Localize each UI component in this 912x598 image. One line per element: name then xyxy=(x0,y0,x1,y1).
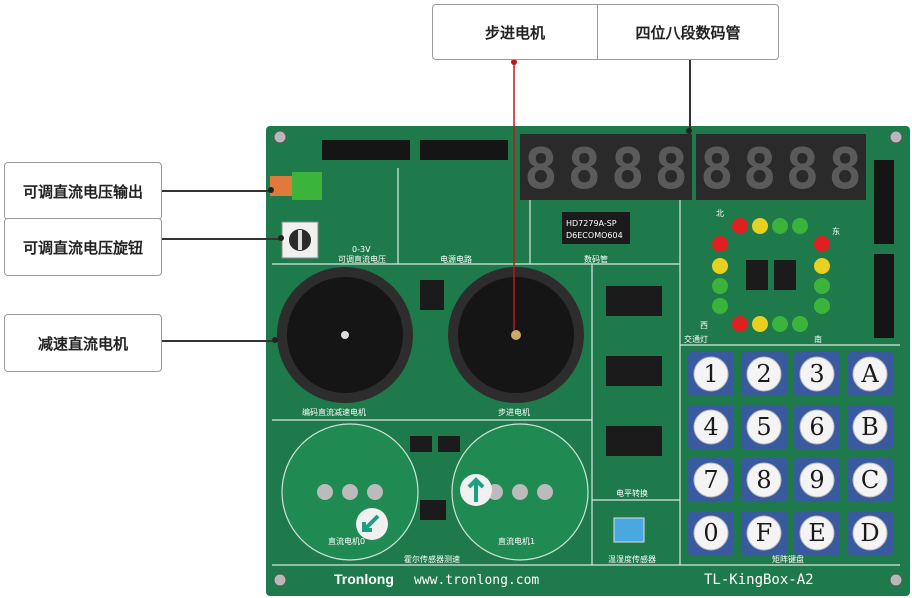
stepper-motor xyxy=(448,267,584,403)
keypad-label: 矩阵键盘 xyxy=(772,554,804,564)
hall-sensor-label: 霍尔传感器测速 xyxy=(404,554,460,564)
keypad-key-c[interactable] xyxy=(852,462,888,498)
keypad-key-0[interactable] xyxy=(693,515,729,551)
adj-voltage-label: 可调直流电压 xyxy=(338,254,386,264)
callout-stepper-motor: 步进电机 xyxy=(432,4,598,60)
keypad-key-9[interactable] xyxy=(799,462,835,498)
keypad-key-label: 1 xyxy=(703,360,718,388)
stepper-lead-dot xyxy=(511,59,517,65)
callout-dc-voltage-knob: 可调直流电压旋钮 xyxy=(4,218,162,276)
seven-segment-display: 8888 8888 xyxy=(520,134,866,202)
keypad-key-label: 8 xyxy=(756,466,771,494)
traffic-light-label: 交通灯 xyxy=(684,334,708,344)
svg-text:D6ECOMO604: D6ECOMO604 xyxy=(566,231,623,240)
leader-voltage-knob-dot xyxy=(278,235,284,241)
voltage-range: 0-3V xyxy=(352,245,371,254)
keypad-key-e[interactable] xyxy=(799,515,835,551)
mounting-screws xyxy=(273,130,903,587)
keypad-key-4[interactable] xyxy=(693,409,729,445)
leader-gear-motor-dot xyxy=(272,337,278,343)
dir-north: 北 xyxy=(716,209,724,218)
svg-text:HD7279A-SP: HD7279A-SP xyxy=(566,219,617,228)
leader-voltage-out xyxy=(162,190,272,192)
temp-sensor-label: 温湿度传感器 xyxy=(608,554,656,564)
model-text: TL-KingBox-A2 xyxy=(704,572,814,588)
dc-motor-1 xyxy=(451,423,589,561)
keypad-key-7[interactable] xyxy=(693,462,729,498)
keypad-key-label: 7 xyxy=(703,466,718,494)
stepper-label: 步进电机 xyxy=(498,407,530,417)
silkscreen-lines xyxy=(272,168,900,566)
keypad-key-label: 9 xyxy=(809,466,824,494)
keypad-key-label: 0 xyxy=(703,519,718,547)
website-text: www.tronlong.com xyxy=(414,573,539,588)
display-driver-chip: HD7279A-SP D6ECOMO604 xyxy=(562,212,630,244)
dc-motor1-label: 直流电机1 xyxy=(498,536,535,546)
keypad-key-label: A xyxy=(860,360,879,388)
brand-logo: Tronlong xyxy=(334,571,394,587)
potentiometer-knob xyxy=(281,221,319,259)
level-shift-label: 电平转换 xyxy=(616,488,648,498)
encoder-motor-label: 编码直流减速电机 xyxy=(302,407,366,417)
keypad-key-1[interactable] xyxy=(693,356,729,392)
keypad-key-a[interactable] xyxy=(852,356,888,392)
keypad-key-8[interactable] xyxy=(746,462,782,498)
keypad-key-b[interactable] xyxy=(852,409,888,445)
leader-seven-seg xyxy=(689,60,691,132)
matrix-keypad: 1 2 3 A 4 5 6 B 7 8 9 C 0 F E D xyxy=(688,352,893,555)
keypad-key-d[interactable] xyxy=(852,515,888,551)
leader-voltage-knob xyxy=(162,238,282,240)
keypad-key-label: C xyxy=(861,466,879,494)
keypad-key-label: 6 xyxy=(809,413,824,441)
keypad-key-label: 5 xyxy=(756,413,771,441)
leader-voltage-out-dot xyxy=(268,187,274,193)
keypad-key-label: D xyxy=(860,519,879,547)
power-circuit-label: 电源电路 xyxy=(440,254,472,264)
callout-gear-dc-motor: 减速直流电机 xyxy=(4,314,162,372)
level-shift-chips xyxy=(420,280,662,456)
dir-west: 西 xyxy=(700,321,708,330)
keypad-key-label: E xyxy=(808,519,826,547)
leader-gear-motor xyxy=(162,340,274,342)
dir-east: 东 xyxy=(832,226,840,236)
keypad-key-label: F xyxy=(756,519,773,547)
callout-seven-segment: 四位八段数码管 xyxy=(597,4,779,60)
callout-dc-voltage-output: 可调直流电压输出 xyxy=(4,162,162,220)
voltage-terminal xyxy=(270,172,322,200)
display-label: 数码管 xyxy=(584,254,608,264)
pin-headers-top xyxy=(322,140,894,338)
dc-motor-0 xyxy=(281,423,419,561)
keypad-key-label: B xyxy=(861,413,879,441)
dc-motor0-label: 直流电机0 xyxy=(328,536,365,546)
traffic-lights xyxy=(712,218,830,332)
keypad-key-6[interactable] xyxy=(799,409,835,445)
keypad-key-3[interactable] xyxy=(799,356,835,392)
gear-dc-motor xyxy=(277,267,413,403)
keypad-key-2[interactable] xyxy=(746,356,782,392)
keypad-key-f[interactable] xyxy=(746,515,782,551)
leader-seven-seg-dot xyxy=(686,128,692,134)
hall-sensor-chips xyxy=(410,436,460,520)
keypad-key-5[interactable] xyxy=(746,409,782,445)
keypad-key-label: 4 xyxy=(703,413,718,441)
temp-humidity-sensor xyxy=(613,517,645,543)
dir-south: 南 xyxy=(814,334,822,344)
keypad-key-label: 2 xyxy=(756,360,771,388)
keypad-key-label: 3 xyxy=(809,360,824,388)
